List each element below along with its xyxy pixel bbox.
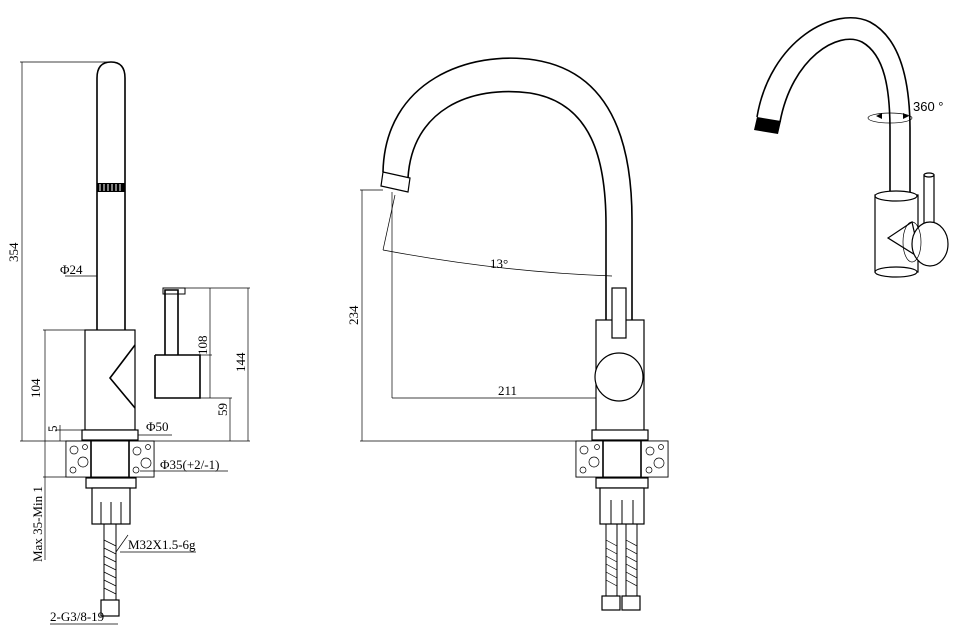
- dim-base-diameter: Φ50: [146, 419, 169, 434]
- dim-5: 5: [45, 426, 60, 433]
- side-view: 354 Φ24 104 108 144 59 5 Φ50 Φ35(+2/-1) …: [6, 61, 250, 625]
- dim-countertop: Max 35-Min 1: [30, 486, 45, 562]
- front-view: 13° 234 211: [346, 57, 669, 611]
- dim-144: 144: [233, 352, 248, 372]
- iso-spout-outer: [756, 17, 911, 195]
- dim-59: 59: [215, 403, 230, 416]
- side-base: [81, 429, 139, 441]
- dim-211: 211: [498, 383, 517, 398]
- front-aerator: [380, 171, 411, 193]
- front-dimensions: [360, 189, 613, 442]
- side-lever: [154, 289, 201, 399]
- front-lever-knob: [594, 352, 644, 402]
- dim-hole-diameter: Φ35(+2/-1): [160, 457, 219, 472]
- dim-angle: 13°: [490, 256, 508, 271]
- side-cone: [108, 344, 136, 409]
- iso-rotation-ring: [867, 112, 913, 124]
- iso-lever-knob: [911, 221, 949, 267]
- front-countertop: [575, 440, 669, 478]
- dim-rotation: 360 °: [913, 99, 944, 114]
- front-hoses: [601, 524, 641, 611]
- front-spout-outer: [382, 57, 633, 320]
- side-countertop: [65, 440, 155, 478]
- dim-hose: 2-G3/8-19: [50, 609, 104, 624]
- dim-108: 108: [195, 336, 210, 356]
- dim-thread: M32X1.5-6g: [128, 537, 196, 552]
- dim-234: 234: [346, 305, 361, 325]
- front-spout-inner: [407, 90, 607, 320]
- dim-spout-diameter: Φ24: [60, 262, 83, 277]
- side-dimensions: [20, 61, 250, 625]
- side-aerator: [97, 183, 125, 192]
- side-hose: [100, 524, 120, 617]
- iso-aerator: [754, 117, 781, 134]
- iso-view: 360 °: [754, 17, 949, 278]
- dim-354: 354: [6, 242, 21, 262]
- side-spout: [96, 61, 126, 330]
- iso-spout-inner: [779, 38, 891, 195]
- front-lever-stem: [611, 287, 627, 339]
- side-body: [84, 329, 136, 431]
- dim-104: 104: [28, 378, 43, 398]
